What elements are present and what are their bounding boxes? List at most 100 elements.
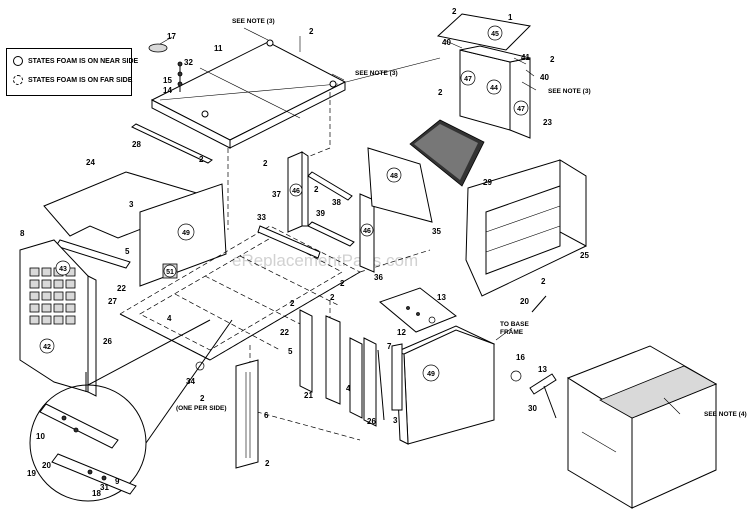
legend-far-side: STATES FOAM IS ON FAR SIDE xyxy=(13,75,132,85)
note-3-right: SEE NOTE (3) xyxy=(548,88,591,95)
callout-2-tobase: 2 xyxy=(541,277,546,286)
callout-5-strip: 5 xyxy=(125,247,130,256)
callout-2-frame: 2 xyxy=(340,279,345,288)
callout-16: 16 xyxy=(516,353,525,362)
callout-6: 6 xyxy=(264,411,269,420)
callout-2-topmid: 2 xyxy=(309,27,314,36)
callout-20-detail: 20 xyxy=(42,461,51,470)
callout-30: 30 xyxy=(528,404,537,413)
callout-40-top: 40 xyxy=(442,38,451,47)
callout-22-left: 22 xyxy=(117,284,126,293)
to-base-note-line2: FRAME xyxy=(500,329,524,336)
cover-1 xyxy=(436,13,532,51)
fitting-13 xyxy=(529,373,557,395)
one-per-side-note: (ONE PER SIDE) xyxy=(176,405,227,412)
strip-26-right xyxy=(377,349,385,421)
filter-29 xyxy=(409,119,485,187)
callout-2-mid: 2 xyxy=(263,159,268,168)
foam-badge-51: 51 xyxy=(166,269,174,276)
callout-3-right: 3 xyxy=(393,416,398,425)
callout-27: 27 xyxy=(108,297,117,306)
dashed-circle-icon xyxy=(13,75,23,85)
foam-badge-48: 48 xyxy=(390,173,398,180)
legend-near-side-label: STATES FOAM IS ON NEAR SIDE xyxy=(28,57,139,65)
rail-37-side xyxy=(301,151,309,227)
foam-badge-45: 45 xyxy=(491,31,499,38)
cabinet-top-right xyxy=(436,13,532,139)
foam-badge-42: 42 xyxy=(43,344,51,351)
notes: SEE NOTE (3) SEE NOTE (3) SEE NOTE (3) S… xyxy=(176,18,747,418)
foam-badge-47b: 47 xyxy=(517,106,525,113)
callout-8: 8 xyxy=(20,229,25,238)
callout-37: 37 xyxy=(272,190,281,199)
callout-31: 31 xyxy=(100,483,109,492)
callout-12: 12 xyxy=(397,328,406,337)
callout-2-bottom: 2 xyxy=(200,394,205,403)
callout-36: 36 xyxy=(374,273,383,282)
callout-35: 35 xyxy=(432,227,441,236)
foam-badge-45-circle xyxy=(487,25,503,41)
callout-numbers: 1 2 2 2 2 2 2 2 2 2 2 2 2 2 3 3 4 4 5 5 … xyxy=(20,7,589,498)
bottom-right-cabinet xyxy=(566,345,718,509)
callout-19: 19 xyxy=(27,469,36,478)
callout-2-top: 2 xyxy=(452,7,457,16)
legend-near-side: STATES FOAM IS ON NEAR SIDE xyxy=(13,56,138,66)
callout-2-frame2: 2 xyxy=(330,293,335,302)
callout-3-left: 3 xyxy=(129,200,134,209)
vented-strip-6 xyxy=(235,359,259,469)
callout-4-frame: 4 xyxy=(167,314,172,323)
leader-lines xyxy=(243,27,681,415)
callout-14: 14 xyxy=(163,86,172,95)
callout-11: 11 xyxy=(214,44,223,53)
callout-21: 21 xyxy=(304,391,313,400)
callout-23: 23 xyxy=(543,118,552,127)
panel-35 xyxy=(367,147,433,223)
panel-4-vertical xyxy=(349,337,363,419)
callout-40-right: 40 xyxy=(540,73,549,82)
foam-badge-49a: 49 xyxy=(182,230,190,237)
callout-13-fitting: 13 xyxy=(538,365,547,374)
note-3-middle: SEE NOTE (3) xyxy=(355,70,398,77)
callout-15: 15 xyxy=(163,76,172,85)
legend-far-side-label: STATES FOAM IS ON FAR SIDE xyxy=(28,76,133,84)
callout-1: 1 xyxy=(508,13,513,22)
housing-25 xyxy=(465,159,587,297)
foam-badge-46b: 46 xyxy=(363,228,371,235)
solid-circle-icon xyxy=(13,56,23,66)
callout-39: 39 xyxy=(316,209,325,218)
callout-7: 7 xyxy=(387,342,392,351)
callout-29: 29 xyxy=(483,178,492,187)
pad-17 xyxy=(148,43,168,53)
hose-30 xyxy=(543,385,557,419)
callout-34: 34 xyxy=(186,377,195,386)
foam-legend: STATES FOAM IS ON NEAR SIDE STATES FOAM … xyxy=(6,48,138,96)
callout-18: 18 xyxy=(92,489,101,498)
callout-26-right: 26 xyxy=(367,417,376,426)
connector-16 xyxy=(510,370,522,382)
callout-2-left: 2 xyxy=(199,155,204,164)
frame-12 xyxy=(391,343,403,411)
callout-28: 28 xyxy=(132,140,141,149)
to-base-note-line1: TO BASE xyxy=(500,321,529,328)
callout-2-box: 2 xyxy=(438,88,443,97)
rail-38 xyxy=(307,171,353,201)
callout-2-rail: 2 xyxy=(314,185,319,194)
foam-badge-47a: 47 xyxy=(464,76,472,83)
callout-25: 25 xyxy=(580,251,589,260)
callout-20-right: 20 xyxy=(520,297,529,306)
detail-circle xyxy=(29,319,233,502)
callout-17: 17 xyxy=(167,32,176,41)
base-frame xyxy=(119,225,361,361)
callout-4-panel: 4 xyxy=(346,384,351,393)
callout-38: 38 xyxy=(332,198,341,207)
foam-badge-43: 43 xyxy=(59,266,67,273)
callout-5-vertical: 5 xyxy=(288,347,293,356)
panel-13 xyxy=(379,287,457,333)
callout-2-base: 2 xyxy=(265,459,270,468)
gasket-28 xyxy=(131,123,213,164)
top-panel-11 xyxy=(150,39,347,149)
panel-21 xyxy=(325,315,341,405)
callout-2-right: 2 xyxy=(550,55,555,64)
note-4: SEE NOTE (4) xyxy=(704,411,747,418)
